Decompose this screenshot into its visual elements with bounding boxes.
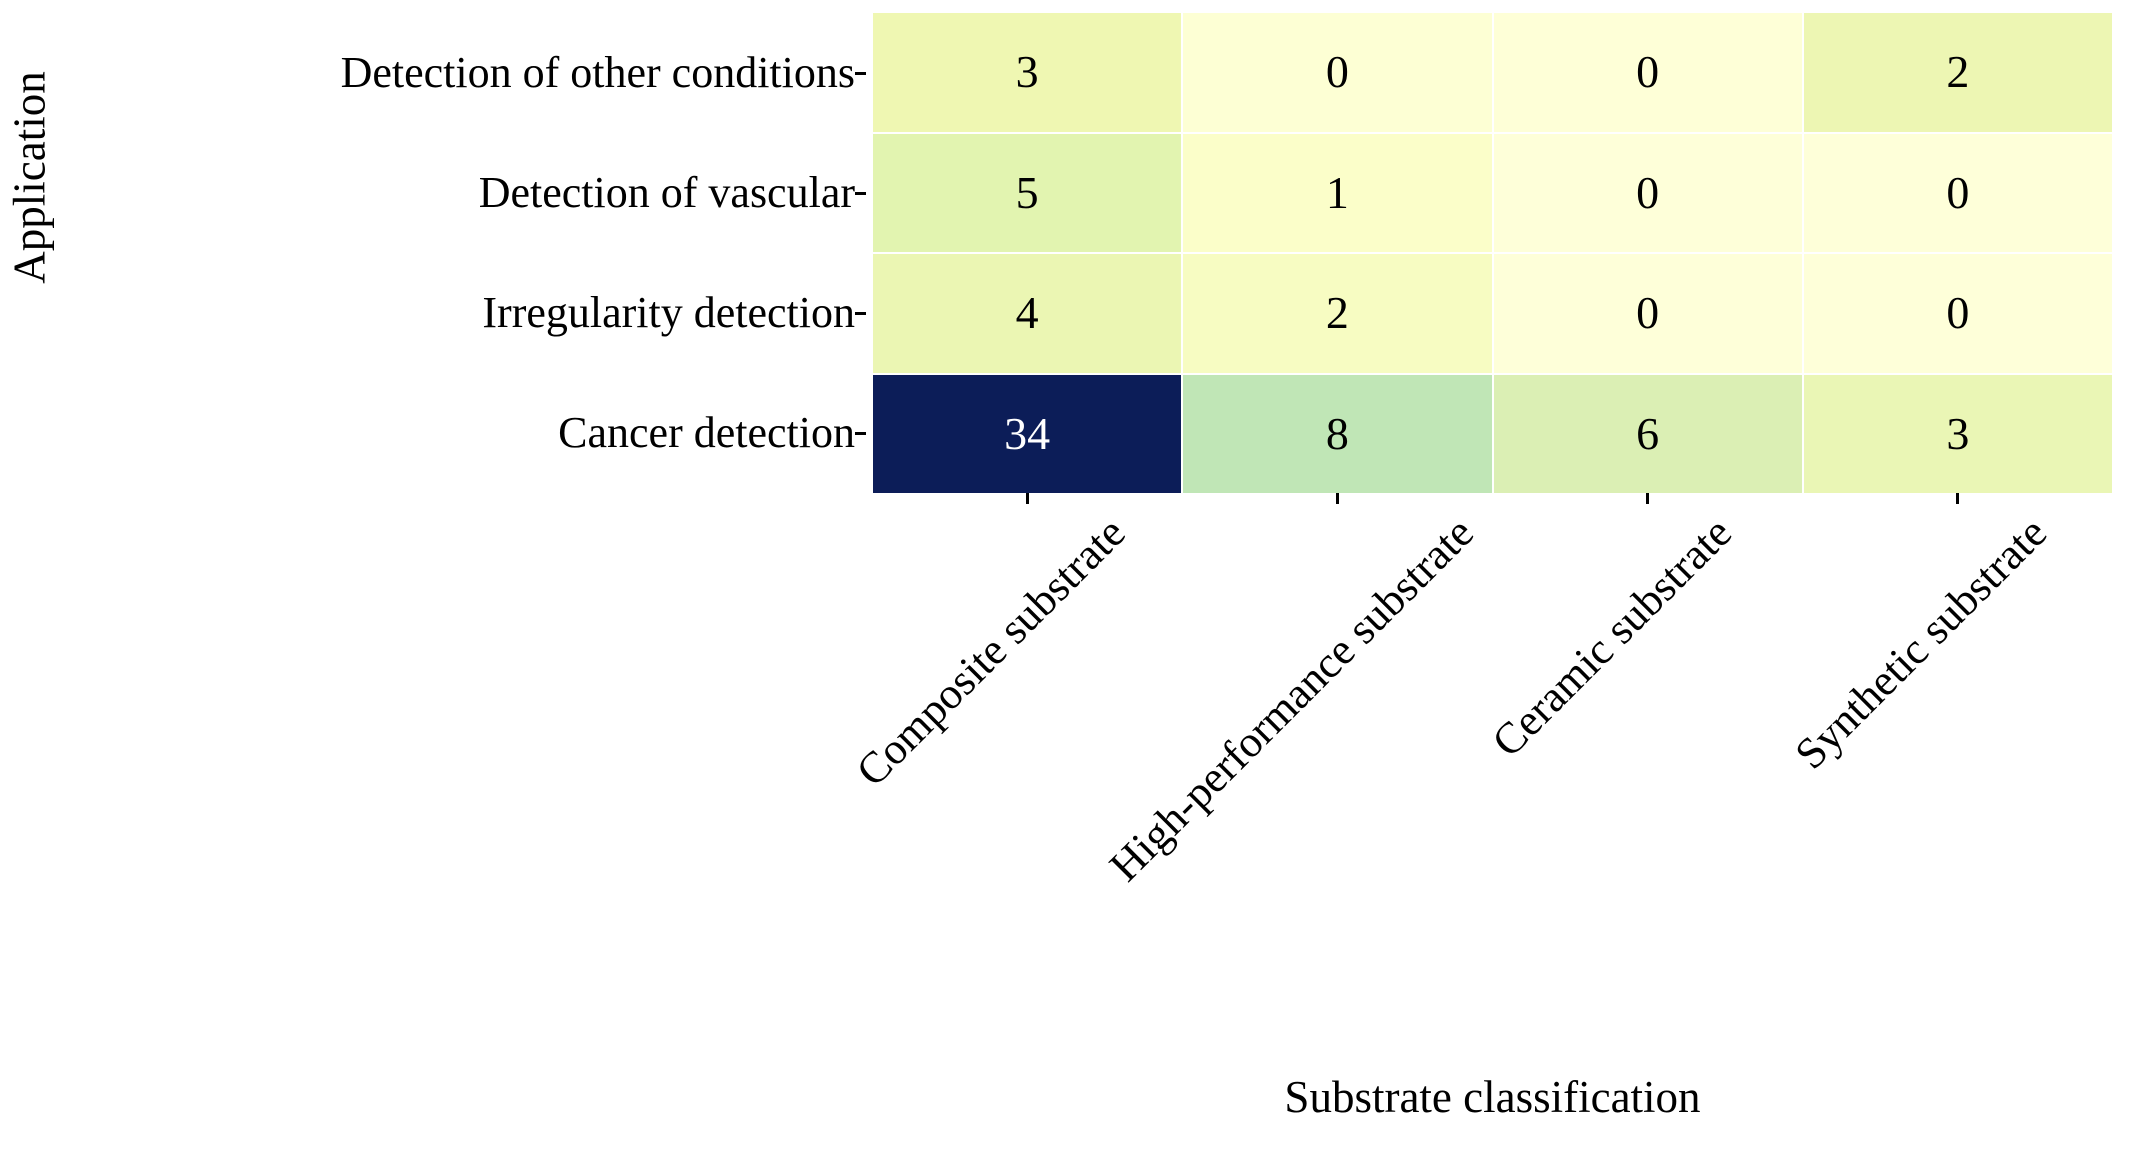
x-axis-title: Substrate classification — [1284, 1072, 1701, 1122]
heatmap-cell: 1 — [1183, 133, 1492, 252]
y-tick-label-1: Detection of vascular — [478, 168, 855, 217]
heatmap-cell: 34 — [873, 374, 1182, 493]
heatmap-cell: 6 — [1493, 374, 1802, 493]
x-axis-tick-marks — [873, 493, 2112, 505]
x-tick-mark-3 — [1955, 493, 1959, 504]
heatmap-cell: 0 — [1493, 133, 1802, 252]
y-tick-label-3: Cancer detection — [558, 408, 855, 457]
y-axis-tick-labels: Detection of other conditions Detection … — [0, 13, 866, 493]
y-tick-mark-3 — [855, 431, 866, 435]
y-tick-mark-2 — [855, 311, 866, 315]
heatmap-cell: 3 — [873, 13, 1182, 132]
y-tick-label-2: Irregularity detection — [482, 288, 855, 337]
x-tick-mark-0 — [1026, 493, 1030, 504]
heatmap-cell: 0 — [1493, 254, 1802, 373]
heatmap-cell: 5 — [873, 133, 1182, 252]
y-tick-label-0: Detection of other conditions — [340, 48, 855, 97]
heatmap-cell: 8 — [1183, 374, 1492, 493]
heatmap-cell: 0 — [1183, 13, 1492, 132]
x-tick-label-3: Synthetic substrate — [1785, 507, 2057, 779]
heatmap-cell: 0 — [1803, 254, 2112, 373]
y-tick-row: Irregularity detection — [0, 253, 866, 373]
x-tick-mark-1 — [1336, 493, 1340, 504]
y-tick-row: Detection of vascular — [0, 133, 866, 253]
heatmap-cell: 0 — [1803, 133, 2112, 252]
y-tick-mark-1 — [855, 191, 866, 195]
heatmap-cell: 2 — [1803, 13, 2112, 132]
x-tick-mark-2 — [1645, 493, 1649, 504]
y-tick-row: Detection of other conditions — [0, 13, 866, 133]
y-tick-mark-0 — [855, 71, 866, 75]
heatmap-cell: 3 — [1803, 374, 2112, 493]
heatmap-cell: 2 — [1183, 254, 1492, 373]
x-tick-label-0: Composite substrate — [846, 507, 1135, 796]
heatmap-cell: 4 — [873, 254, 1182, 373]
x-tick-label-2: Ceramic substrate — [1483, 507, 1742, 767]
y-tick-row: Cancer detection — [0, 373, 866, 493]
heatmap-cell: 0 — [1493, 13, 1802, 132]
x-tick-label-1: High-performance substrate — [1100, 507, 1484, 891]
